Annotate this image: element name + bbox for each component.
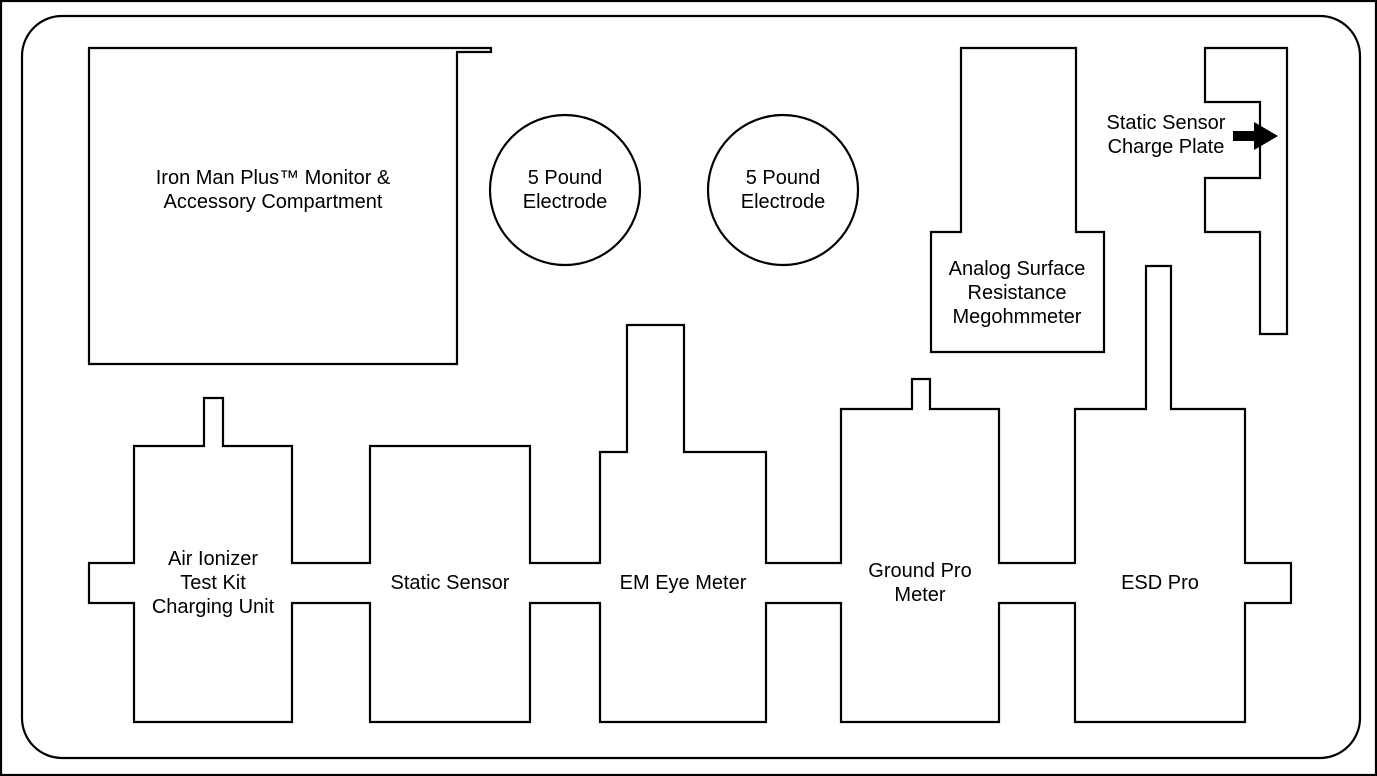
static-sensor-label: Static Sensor xyxy=(390,572,510,594)
electrode-2-shape xyxy=(706,113,860,267)
electrode-1-shape xyxy=(488,113,642,267)
charge-plate-compartment-shape xyxy=(1203,46,1289,336)
electrode-1-label: 5 Pound Electrode xyxy=(522,167,608,213)
ground-pro-meter-label: Ground Pro Meter xyxy=(868,560,972,606)
esd-pro-label: ESD Pro xyxy=(1121,572,1199,594)
em-eye-meter-label: EM Eye Meter xyxy=(619,572,747,594)
charge-plate-label: Static Sensor Charge Plate xyxy=(1106,112,1226,158)
meter-compartments-shape xyxy=(87,264,1293,724)
megohmmeter-compartment-shape xyxy=(929,46,1106,354)
monitor-compartment-shape xyxy=(87,46,493,366)
electrode-2-label: 5 Pound Electrode xyxy=(740,167,826,213)
megohmmeter-label: Analog Surface Resistance Megohmmeter xyxy=(948,258,1086,328)
case-border xyxy=(20,14,1362,760)
arrow-right-icon xyxy=(1233,122,1278,150)
air-ionizer-label: Air Ionizer Test Kit Charging Unit xyxy=(151,548,275,618)
monitor-compartment-label: Iron Man Plus™ Monitor & Accessory Compa… xyxy=(155,167,391,213)
